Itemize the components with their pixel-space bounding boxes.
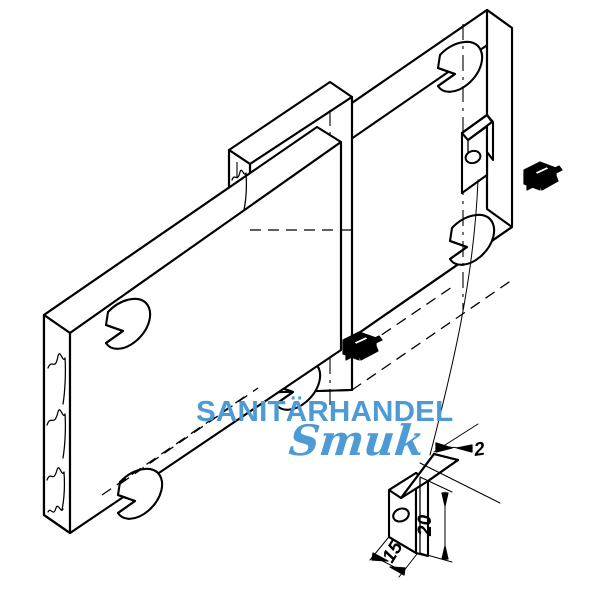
dimension-thickness bbox=[419, 423, 501, 504]
dimension-label-thickness: 2 bbox=[472, 439, 487, 461]
dimension-label-width: 15 bbox=[378, 537, 407, 566]
part-mounted-bracket bbox=[460, 113, 495, 195]
crescent-notch-rear-top bbox=[436, 40, 484, 93]
wood-grain-front-edge bbox=[231, 169, 248, 211]
crescent-notch-side-top bbox=[104, 297, 152, 350]
detail-leader-line bbox=[429, 179, 479, 456]
dimension-height bbox=[419, 476, 453, 563]
dimension-label-height: 20 bbox=[415, 514, 436, 537]
wood-grain-texture bbox=[46, 353, 67, 513]
part-clip-upper bbox=[523, 161, 563, 191]
part-side-panel bbox=[42, 125, 343, 535]
dimension-width bbox=[369, 537, 418, 578]
crescent-notch-side-bottom bbox=[116, 467, 164, 520]
part-detail-bracket bbox=[387, 452, 460, 558]
crescent-notch-rear-bottom bbox=[448, 213, 496, 266]
part-clip-lower bbox=[342, 331, 383, 361]
